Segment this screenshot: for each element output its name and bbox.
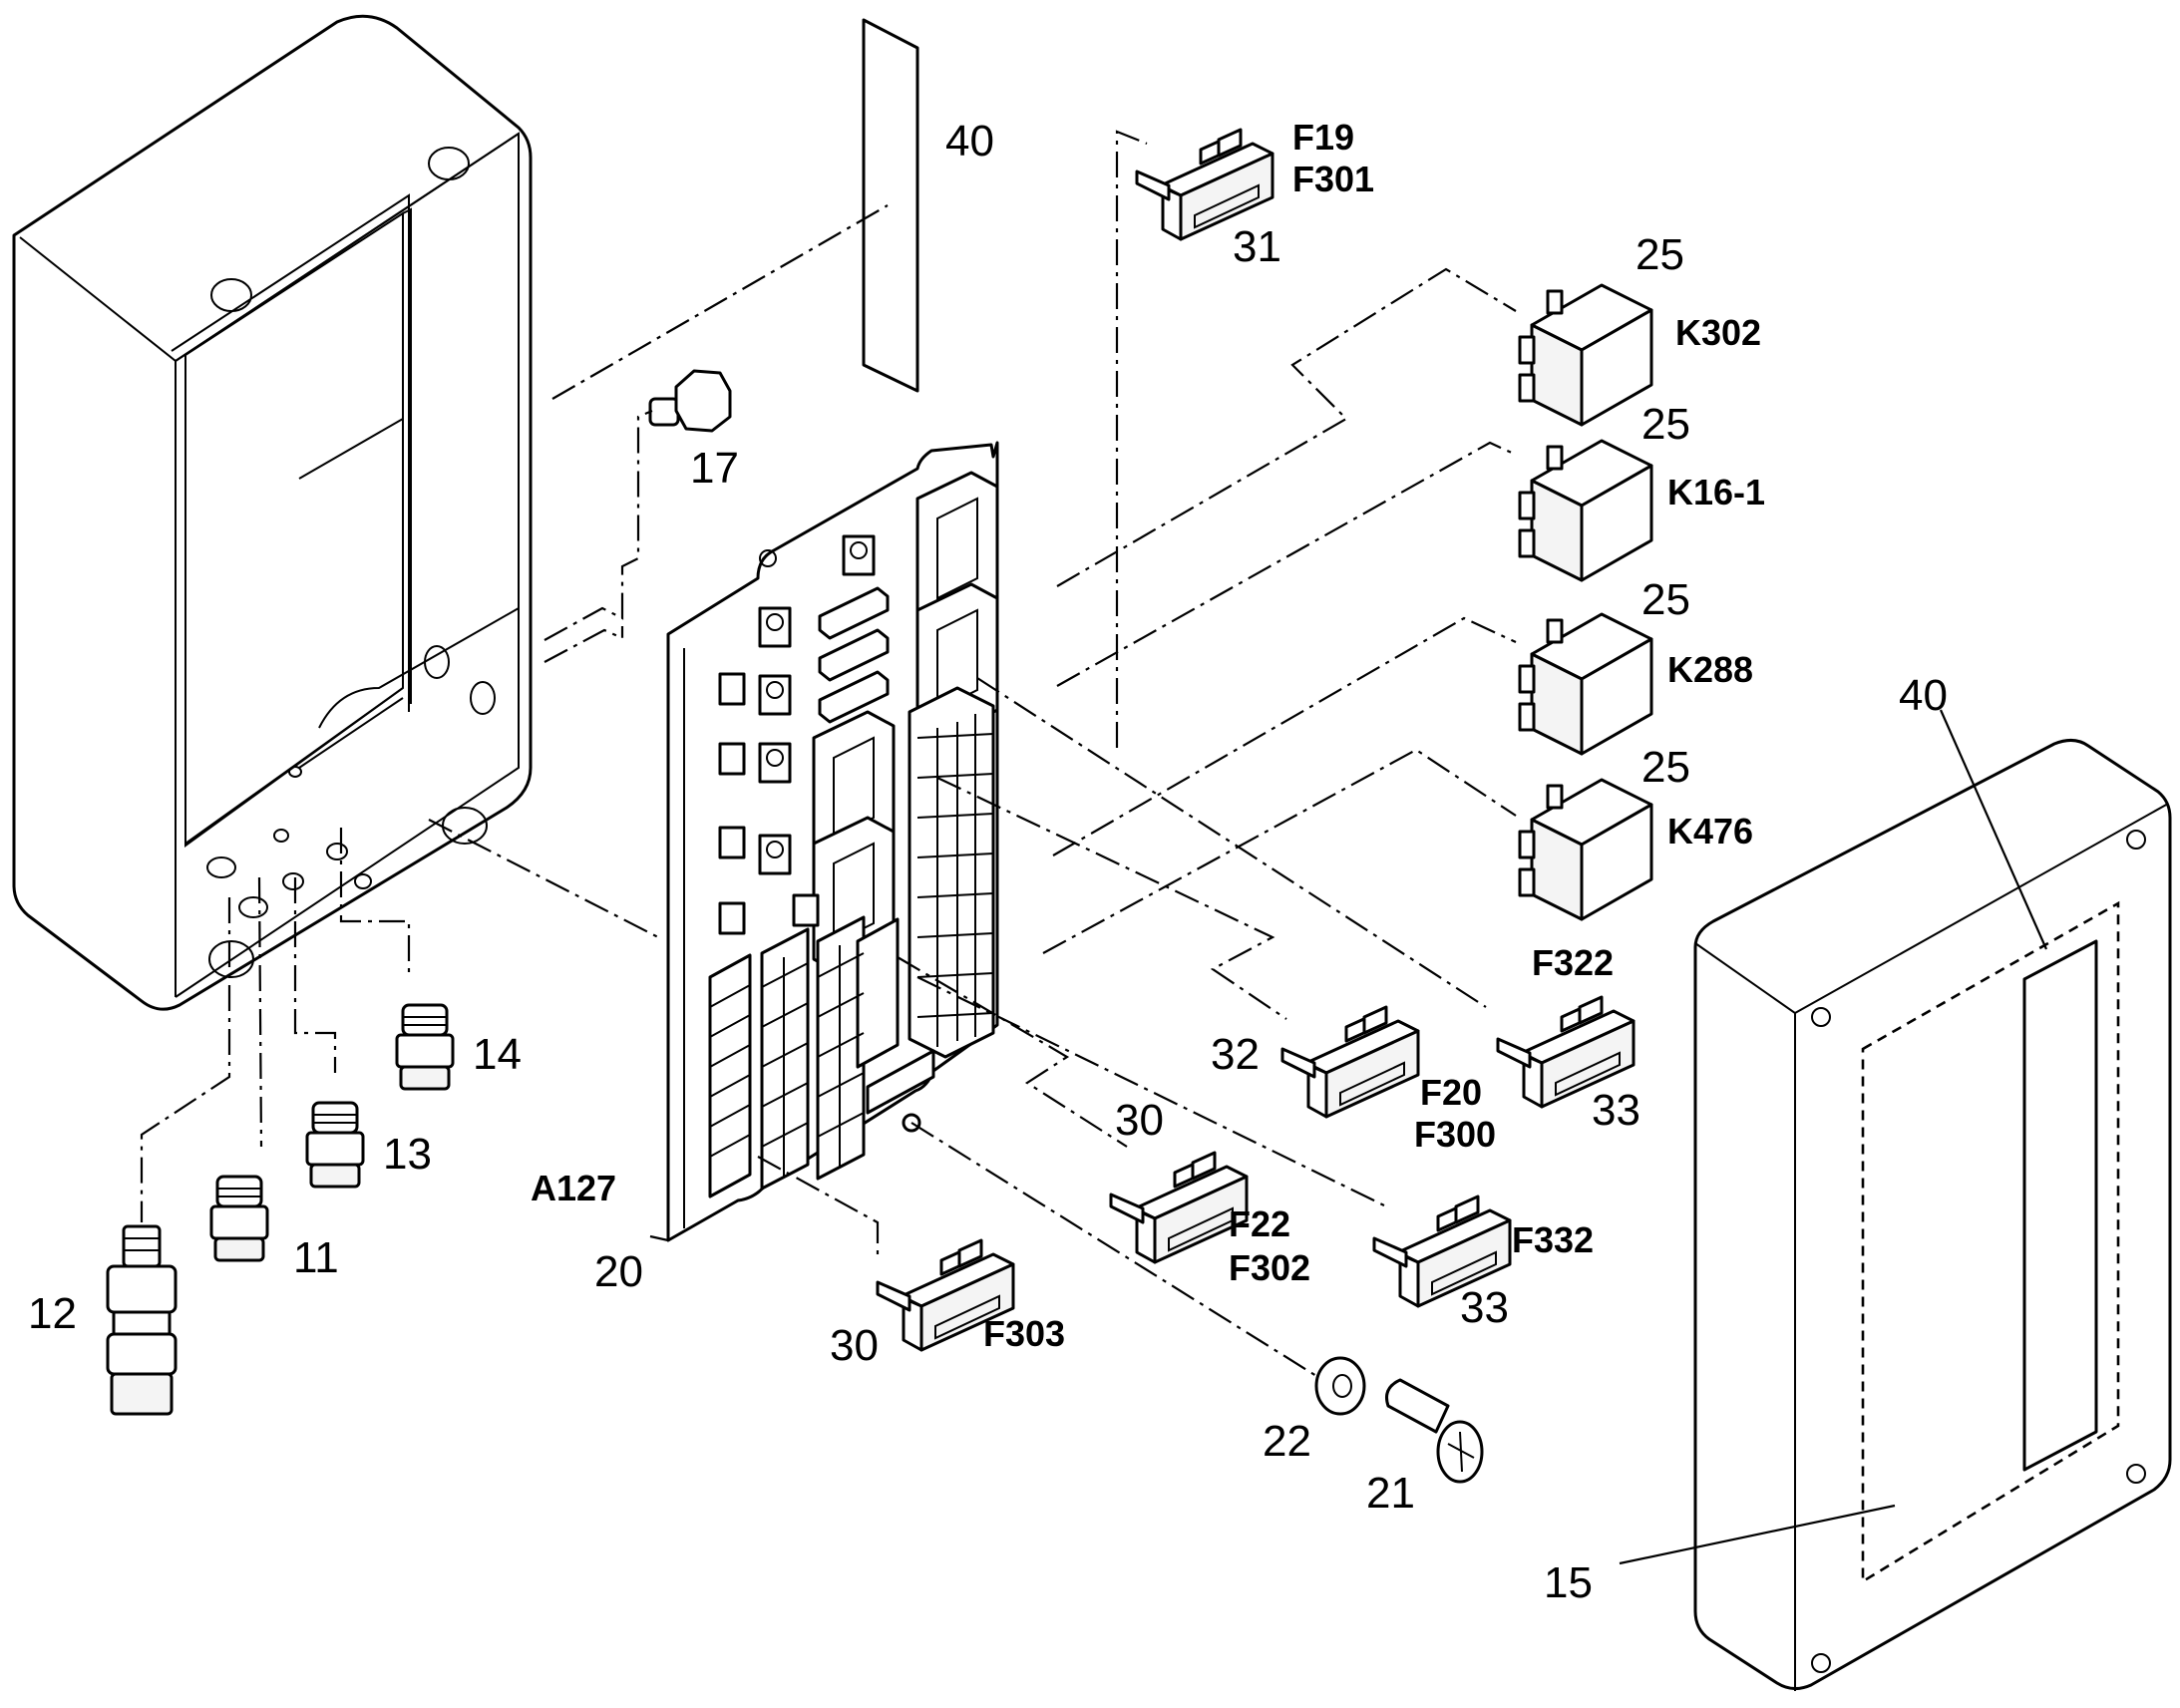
callout-40-right: 40 (1899, 671, 1948, 720)
label-f303: F303 (983, 1313, 1065, 1354)
plug-13 (305, 1101, 365, 1189)
enclosure-base (12, 14, 533, 1011)
label-k476: K476 (1667, 811, 1753, 852)
label-f332: F332 (1512, 1219, 1594, 1260)
screw (1385, 1378, 1484, 1484)
washer (1314, 1356, 1366, 1416)
callout-21: 21 (1366, 1469, 1415, 1518)
callout-30-bottom: 30 (830, 1321, 879, 1370)
relay-k302 (1518, 283, 1653, 427)
callout-15: 15 (1544, 1558, 1593, 1607)
relay-k476 (1518, 778, 1653, 921)
enclosure-cover (1693, 739, 2172, 1691)
callout-25-k476: 25 (1641, 743, 1690, 792)
callout-11: 11 (293, 1233, 339, 1282)
callout-33-upper: 33 (1592, 1086, 1640, 1135)
callout-25-k288: 25 (1641, 575, 1690, 624)
cable-gland-11 (209, 1175, 269, 1262)
relay-k288 (1518, 612, 1653, 756)
callout-33-lower: 33 (1460, 1283, 1509, 1332)
label-f322: F322 (1532, 942, 1614, 983)
fuse-30-mid (1109, 1151, 1249, 1264)
label-f19: F19 (1292, 117, 1354, 158)
plug-17 (648, 369, 732, 433)
fuse-32 (1280, 1005, 1420, 1119)
label-k16-1: K16-1 (1667, 472, 1765, 512)
pointer-15 (1619, 1504, 1896, 1565)
callout-13: 13 (383, 1130, 432, 1179)
label-f20: F20 (1420, 1072, 1482, 1113)
cable-gland-12 (106, 1224, 178, 1416)
label-f302: F302 (1229, 1247, 1310, 1288)
plug-14 (395, 1003, 455, 1091)
callout-20: 20 (594, 1247, 643, 1296)
label-f22: F22 (1229, 1203, 1290, 1244)
callout-22: 22 (1263, 1417, 1311, 1466)
callout-40-top: 40 (945, 117, 994, 166)
pointer-20 (649, 1234, 669, 1242)
circuit-board (666, 441, 999, 1242)
label-a127: A127 (531, 1168, 616, 1208)
callout-30-mid: 30 (1115, 1096, 1164, 1145)
callout-32: 32 (1211, 1030, 1260, 1079)
label-k288: K288 (1667, 649, 1753, 690)
callout-17: 17 (690, 444, 739, 493)
callout-12: 12 (28, 1289, 77, 1338)
assembly-lines (140, 130, 1517, 1377)
pointer-40-right (1939, 709, 2048, 950)
callout-31: 31 (1233, 222, 1281, 271)
callout-25-k16: 25 (1641, 400, 1690, 449)
label-f300: F300 (1414, 1114, 1496, 1155)
label-plate-top (862, 18, 919, 393)
label-f301: F301 (1292, 159, 1374, 199)
callout-25-k302: 25 (1635, 230, 1684, 279)
label-k302: K302 (1675, 312, 1761, 353)
callout-14: 14 (473, 1030, 522, 1079)
relay-k16-1 (1518, 439, 1653, 582)
